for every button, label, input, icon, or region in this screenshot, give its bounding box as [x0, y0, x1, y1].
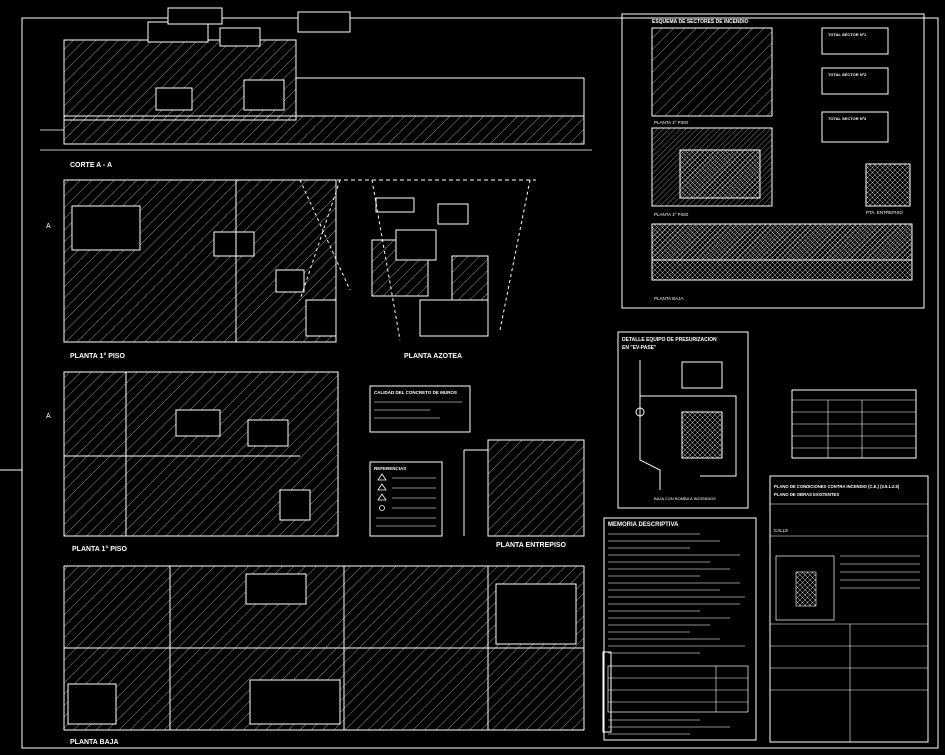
corte-a-a-section[interactable]: CORTE A - A — [40, 7, 592, 169]
room-box — [247, 419, 289, 447]
dim-line — [499, 179, 531, 331]
hatch-area — [63, 179, 337, 343]
wall-block — [155, 87, 193, 111]
planta-entrepiso[interactable]: PLANTA ENTREPISO — [463, 439, 585, 549]
view-title-baja: PLANTA BAJA — [70, 739, 119, 746]
room-box — [279, 489, 311, 521]
referencias-frame — [369, 461, 443, 537]
room-box — [275, 269, 305, 293]
memoria-frame — [603, 517, 757, 741]
valve-icon — [635, 407, 645, 417]
calidad-title: CALIDAD DEL CONCRETO DE MUROS — [374, 390, 457, 395]
room-box — [175, 409, 221, 437]
label-box — [167, 7, 223, 25]
cartela-title-2: PLANO DE OBRAS EXISTENTES — [774, 492, 839, 497]
view-title-planta1: PLANTA 1° PISO — [70, 352, 125, 360]
hatch-area — [451, 255, 489, 301]
sector-hatch — [651, 27, 773, 117]
sectores-piso1b-label: PLANTA 1º PISO — [654, 212, 689, 217]
label-box — [375, 197, 415, 213]
dim-line — [299, 179, 351, 291]
section-marker: A — [46, 223, 51, 230]
room-box — [495, 583, 577, 645]
planta-baja[interactable]: PLANTA BAJA — [63, 565, 612, 746]
memoria-text-block — [608, 533, 745, 654]
planta-1-piso-top[interactable]: A PLANTA 1° PISO — [46, 179, 536, 360]
hatch-area — [63, 115, 585, 145]
detalle-note: BAJA CON BOMBA A INCENDIOS — [654, 496, 716, 501]
room-box — [395, 229, 437, 261]
cartela-title-1: PLANO DE CONDICIONES CONTRA INCENDIO (C.… — [774, 484, 900, 489]
sectores-entrepiso-label: PTA. ENTREPISO — [866, 210, 903, 215]
warning-triangle-icon — [377, 473, 387, 481]
room-box — [305, 299, 337, 337]
planta-1-piso-mid[interactable]: A PLANTA 1° PISO — [46, 371, 339, 553]
memoria-title: MEMORIA DESCRIPTIVA — [608, 522, 679, 528]
detalle-title: DETALLE EQUIPO DE PRESURIZACION — [622, 337, 717, 343]
cartela-title-block[interactable]: PLANO DE CONDICIONES CONTRA INCENDIO (C.… — [769, 475, 929, 743]
memoria-table — [607, 665, 749, 713]
sectores-baja-label: PLANTA BAJA — [654, 296, 683, 301]
location-map — [775, 555, 835, 621]
sector-1-label: TOTAL SECTOR Nº1 — [828, 32, 867, 37]
room-box — [249, 679, 341, 725]
cartela-data-lines — [840, 555, 920, 589]
outline — [419, 299, 489, 337]
pipe-line — [639, 360, 661, 490]
extinguisher-icon — [379, 505, 385, 511]
wall-block — [147, 21, 209, 43]
pipe-line — [640, 395, 737, 477]
label-box — [297, 11, 351, 33]
view-title-entrepiso: PLANTA ENTREPISO — [496, 542, 567, 549]
room-box — [67, 683, 117, 725]
view-title-corte: CORTE A - A — [70, 162, 112, 169]
referencias-title: REFERENCIAS — [374, 466, 406, 471]
sector-box-3 — [821, 111, 889, 143]
location-lot — [795, 571, 817, 607]
section-marker: A — [46, 413, 51, 420]
room-box — [213, 231, 255, 257]
sector-hatch — [651, 223, 913, 261]
sheet-border — [21, 17, 939, 749]
hatch-area — [487, 439, 585, 537]
warning-triangle-icon — [377, 483, 387, 491]
wall-block — [219, 27, 261, 47]
sectores-piso1-label: PLANTA 1º PISO — [654, 120, 689, 125]
detalle-frame — [617, 331, 749, 509]
wall-block — [243, 79, 285, 111]
sectores-title: ESQUEMA DE SECTORES DE INCENDIO — [652, 19, 749, 25]
sector-cross — [679, 149, 761, 199]
memoria-descriptiva-panel[interactable]: MEMORIA DESCRIPTIVA — [603, 517, 757, 741]
detalle-subtitle: EN "EV-PASE" — [622, 345, 657, 351]
planta-azotea[interactable]: PLANTA AZOTEA — [371, 179, 531, 360]
room-box — [245, 573, 307, 605]
esquema-sectores-panel[interactable]: ESQUEMA DE SECTORES DE INCENDIO TOTAL SE… — [621, 13, 925, 309]
referencias-box[interactable]: REFERENCIAS — [369, 461, 443, 537]
view-title-planta1-mid: PLANTA 1° PISO — [72, 545, 127, 553]
surface-table[interactable] — [791, 389, 917, 459]
room-box — [71, 205, 141, 251]
sector-cross — [865, 163, 911, 207]
cartela-frame — [769, 475, 929, 743]
equipment-box — [681, 411, 723, 459]
detalle-presurizacion-panel[interactable]: DETALLE EQUIPO DE PRESURIZACION EN "EV-P… — [617, 331, 749, 509]
dim-strip — [602, 651, 612, 733]
warning-triangle-icon — [377, 493, 387, 501]
memoria-footnotes — [608, 719, 730, 735]
room-box — [437, 203, 469, 225]
view-title-azotea: PLANTA AZOTEA — [404, 353, 462, 360]
calidad-box[interactable]: CALIDAD DEL CONCRETO DE MUROS — [369, 385, 471, 433]
sector-box-1 — [821, 27, 889, 55]
cartela-calle: CALLE — [774, 528, 788, 533]
equipment-box — [681, 361, 723, 389]
wall-block — [295, 77, 585, 117]
sectores-frame — [621, 13, 925, 309]
calidad-frame — [369, 385, 471, 433]
sector-2-label: TOTAL SECTOR Nº2 — [828, 72, 867, 77]
sector-3-label: TOTAL SECTOR Nº3 — [828, 116, 867, 121]
sector-box-2 — [821, 67, 889, 95]
